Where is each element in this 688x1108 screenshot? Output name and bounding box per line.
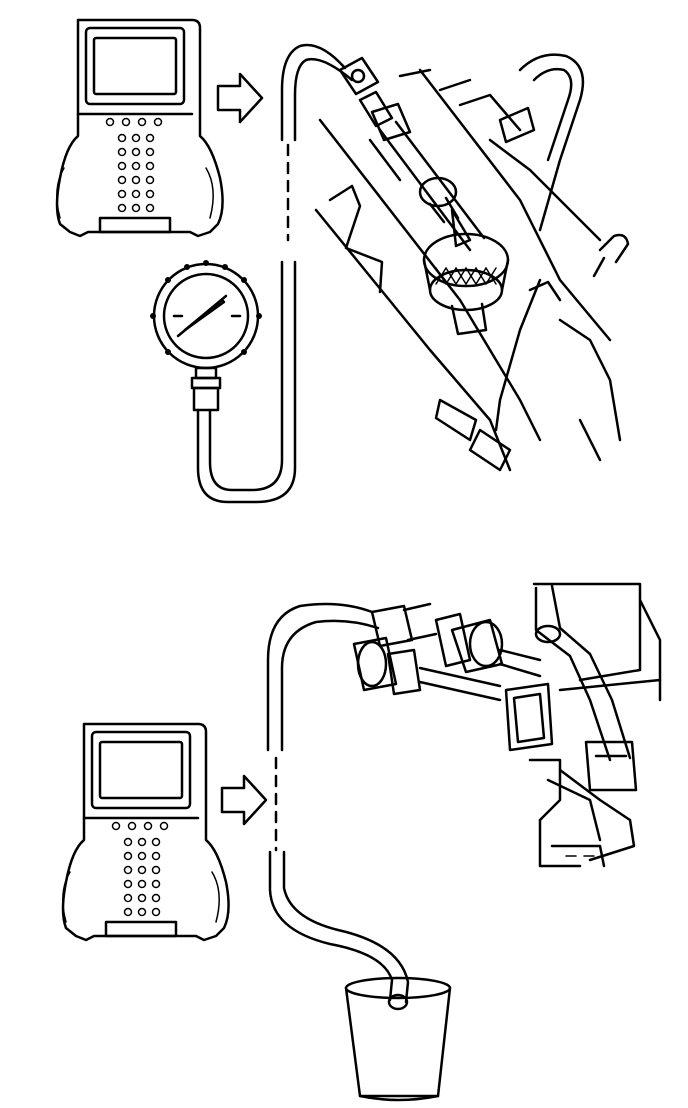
arrow-icon (216, 72, 264, 124)
pressure-gauge-icon (150, 260, 262, 412)
arrow-icon (220, 774, 268, 826)
scan-tool-icon (55, 18, 224, 238)
hose-line (196, 43, 354, 504)
fuel-rail-assembly (314, 53, 630, 472)
top-panel (55, 18, 630, 504)
scan-tool-icon (61, 722, 230, 942)
fuel-line-fitting (352, 582, 662, 868)
bottom-panel (61, 582, 662, 1102)
drain-container-icon (344, 976, 452, 1102)
drain-hose (266, 602, 410, 1011)
